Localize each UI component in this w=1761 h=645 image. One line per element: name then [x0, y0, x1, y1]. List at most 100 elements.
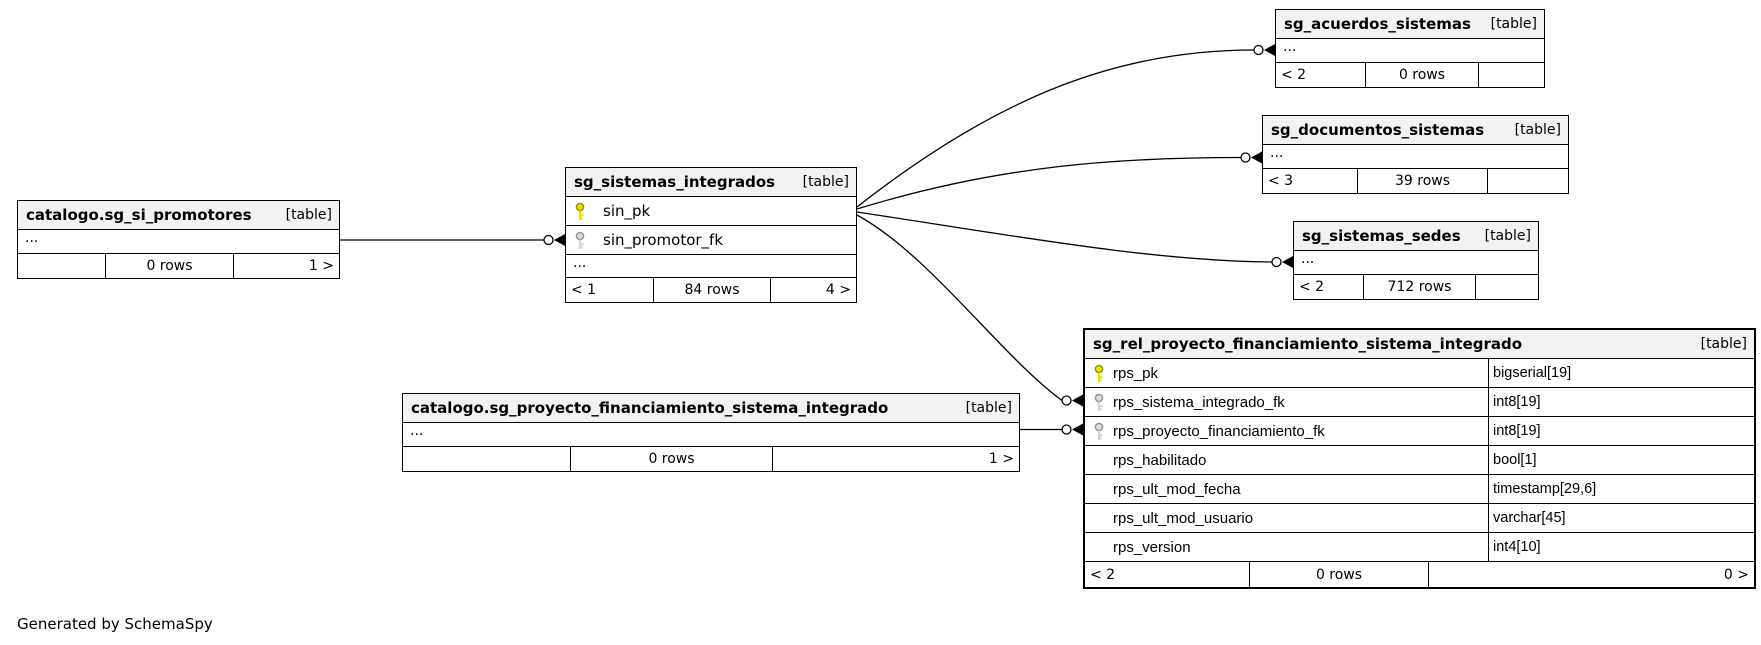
footer-related-left: < 3 — [1263, 169, 1358, 193]
table-header: sg_acuerdos_sistemas [table] — [1276, 10, 1544, 39]
arrowhead-icon — [1282, 256, 1293, 268]
no-key-spacer — [1092, 538, 1106, 557]
relationship-connector-integrados-sedes — [856, 211, 1273, 263]
footer-row-count: 84 rows — [654, 278, 771, 302]
table-title[interactable]: sg_acuerdos_sistemas — [1284, 15, 1471, 33]
table-tag: [table] — [1490, 16, 1537, 32]
zero-or-many-circle — [1240, 152, 1251, 163]
primary-key-icon — [1092, 364, 1106, 383]
primary-key-icon — [573, 202, 587, 221]
column-name: rps_ult_mod_usuario — [1113, 509, 1254, 527]
footer-related-right — [1479, 63, 1544, 87]
table-tag: [table] — [285, 207, 332, 223]
footer-related-left: < 2 — [1294, 275, 1364, 299]
table-node-catalogo-sg_si_promotores[interactable]: catalogo.sg_si_promotores [table] ... 0 … — [17, 200, 340, 279]
column-row[interactable]: rps_ult_mod_fecha timestamp[29,6] — [1085, 475, 1754, 504]
table-node-sg_sistemas_integrados[interactable]: sg_sistemas_integrados [table] sin_pk si… — [565, 167, 857, 303]
footer-related-right: 1 > — [308, 258, 334, 274]
footer-related-left — [403, 447, 571, 471]
column-name: rps_sistema_integrado_fk — [1113, 393, 1285, 411]
table-header: catalogo.sg_proyecto_financiamiento_sist… — [403, 394, 1019, 423]
column-row[interactable]: sin_promotor_fk — [566, 226, 856, 255]
no-key-spacer — [1092, 480, 1106, 499]
table-footer: < 2 0 rows 0 > — [1085, 562, 1754, 587]
relationship-connector-integrados-acuerdos — [856, 49, 1255, 208]
column-row[interactable]: rps_version int4[10] — [1085, 533, 1754, 562]
zero-or-many-circle — [1061, 424, 1072, 435]
column-row[interactable]: rps_habilitado bool[1] — [1085, 446, 1754, 475]
footer-related-left: < 2 — [1276, 63, 1366, 87]
table-footer: < 2 712 rows — [1294, 275, 1538, 299]
footer-row-count: 0 rows — [571, 447, 773, 471]
footer-row-count: 0 rows — [106, 254, 234, 278]
footer-row-count: 39 rows — [1358, 169, 1488, 193]
arrowhead-icon — [1072, 423, 1083, 436]
hidden-columns-row: ... — [1294, 251, 1538, 275]
footer-row-count: 712 rows — [1364, 275, 1476, 299]
table-node-sg_acuerdos_sistemas[interactable]: sg_acuerdos_sistemas [table] ... < 2 0 r… — [1275, 9, 1545, 88]
table-node-sg_documentos_sistemas[interactable]: sg_documentos_sistemas [table] ... < 3 3… — [1262, 115, 1569, 194]
table-title[interactable]: sg_rel_proyecto_financiamiento_sistema_i… — [1093, 335, 1523, 353]
table-tag: [table] — [1514, 122, 1561, 138]
column-type: int8[19] — [1488, 388, 1754, 416]
column-type: bigserial[19] — [1488, 359, 1754, 387]
table-header: catalogo.sg_si_promotores [table] — [18, 201, 339, 230]
table-footer: < 2 0 rows — [1276, 63, 1544, 87]
table-footer: < 3 39 rows — [1263, 169, 1568, 193]
footer-related-right: 0 > — [1723, 566, 1749, 583]
hidden-columns-row: ... — [1276, 39, 1544, 63]
arrowhead-icon — [1264, 44, 1275, 56]
column-row[interactable]: rps_pk bigserial[19] — [1085, 359, 1754, 388]
table-node-catalogo-sg_proyecto_financiamiento_sistema_integrado[interactable]: catalogo.sg_proyecto_financiamiento_sist… — [402, 393, 1020, 472]
footer-related-left: < 2 — [1085, 562, 1250, 587]
table-tag: [table] — [802, 174, 849, 190]
table-title[interactable]: catalogo.sg_proyecto_financiamiento_sist… — [411, 399, 889, 417]
table-title[interactable]: sg_sistemas_sedes — [1302, 227, 1461, 245]
column-name: rps_version — [1113, 538, 1191, 556]
column-name: sin_pk — [603, 202, 651, 220]
foreign-key-icon — [1092, 422, 1106, 441]
column-type: int8[19] — [1488, 417, 1754, 445]
table-tag: [table] — [965, 400, 1012, 416]
arrowhead-icon — [1072, 394, 1083, 407]
footer-row-count: 0 rows — [1366, 63, 1479, 87]
column-name: sin_promotor_fk — [603, 231, 724, 249]
column-row[interactable]: rps_ult_mod_usuario varchar[45] — [1085, 504, 1754, 533]
hidden-columns-row: ... — [403, 423, 1019, 447]
table-title[interactable]: sg_sistemas_integrados — [574, 173, 776, 191]
table-header: sg_sistemas_integrados [table] — [566, 168, 856, 197]
column-type: int4[10] — [1488, 533, 1754, 561]
column-type: timestamp[29,6] — [1488, 475, 1754, 503]
zero-or-many-circle — [1061, 395, 1072, 406]
table-title[interactable]: catalogo.sg_si_promotores — [26, 206, 252, 224]
zero-or-many-circle — [543, 234, 554, 246]
column-row[interactable]: rps_proyecto_financiamiento_fk int8[19] — [1085, 417, 1754, 446]
relationship-connector-integrados-rel — [856, 214, 1063, 402]
table-footer: 0 rows 1 > — [18, 254, 339, 278]
table-node-sg_rel_proyecto_financiamiento_sistema_integrado[interactable]: sg_rel_proyecto_financiamiento_sistema_i… — [1083, 328, 1756, 589]
footer-related-right — [1488, 169, 1568, 193]
table-header: sg_documentos_sistemas [table] — [1263, 116, 1568, 145]
no-key-spacer — [1092, 451, 1106, 470]
foreign-key-icon — [573, 231, 587, 250]
zero-or-many-circle — [1253, 44, 1264, 56]
footer-related-right: 4 > — [825, 282, 851, 298]
generated-by-note: Generated by SchemaSpy — [17, 615, 213, 633]
table-header: sg_sistemas_sedes [table] — [1294, 222, 1538, 251]
column-name: rps_ult_mod_fecha — [1113, 480, 1241, 498]
footer-row-count: 0 rows — [1250, 562, 1429, 587]
column-row[interactable]: rps_sistema_integrado_fk int8[19] — [1085, 388, 1754, 417]
hidden-columns-row: ... — [18, 230, 339, 254]
column-name: rps_habilitado — [1113, 451, 1207, 469]
table-title[interactable]: sg_documentos_sistemas — [1271, 121, 1485, 139]
column-type: bool[1] — [1488, 446, 1754, 474]
foreign-key-icon — [1092, 393, 1106, 412]
table-header: sg_rel_proyecto_financiamiento_sistema_i… — [1085, 330, 1754, 359]
footer-related-left: < 1 — [566, 278, 654, 302]
table-node-sg_sistemas_sedes[interactable]: sg_sistemas_sedes [table] ... < 2 712 ro… — [1293, 221, 1539, 300]
column-row[interactable]: sin_pk — [566, 197, 856, 226]
footer-related-right: 1 > — [988, 451, 1014, 467]
no-key-spacer — [1092, 509, 1106, 528]
arrowhead-icon — [1251, 151, 1262, 164]
